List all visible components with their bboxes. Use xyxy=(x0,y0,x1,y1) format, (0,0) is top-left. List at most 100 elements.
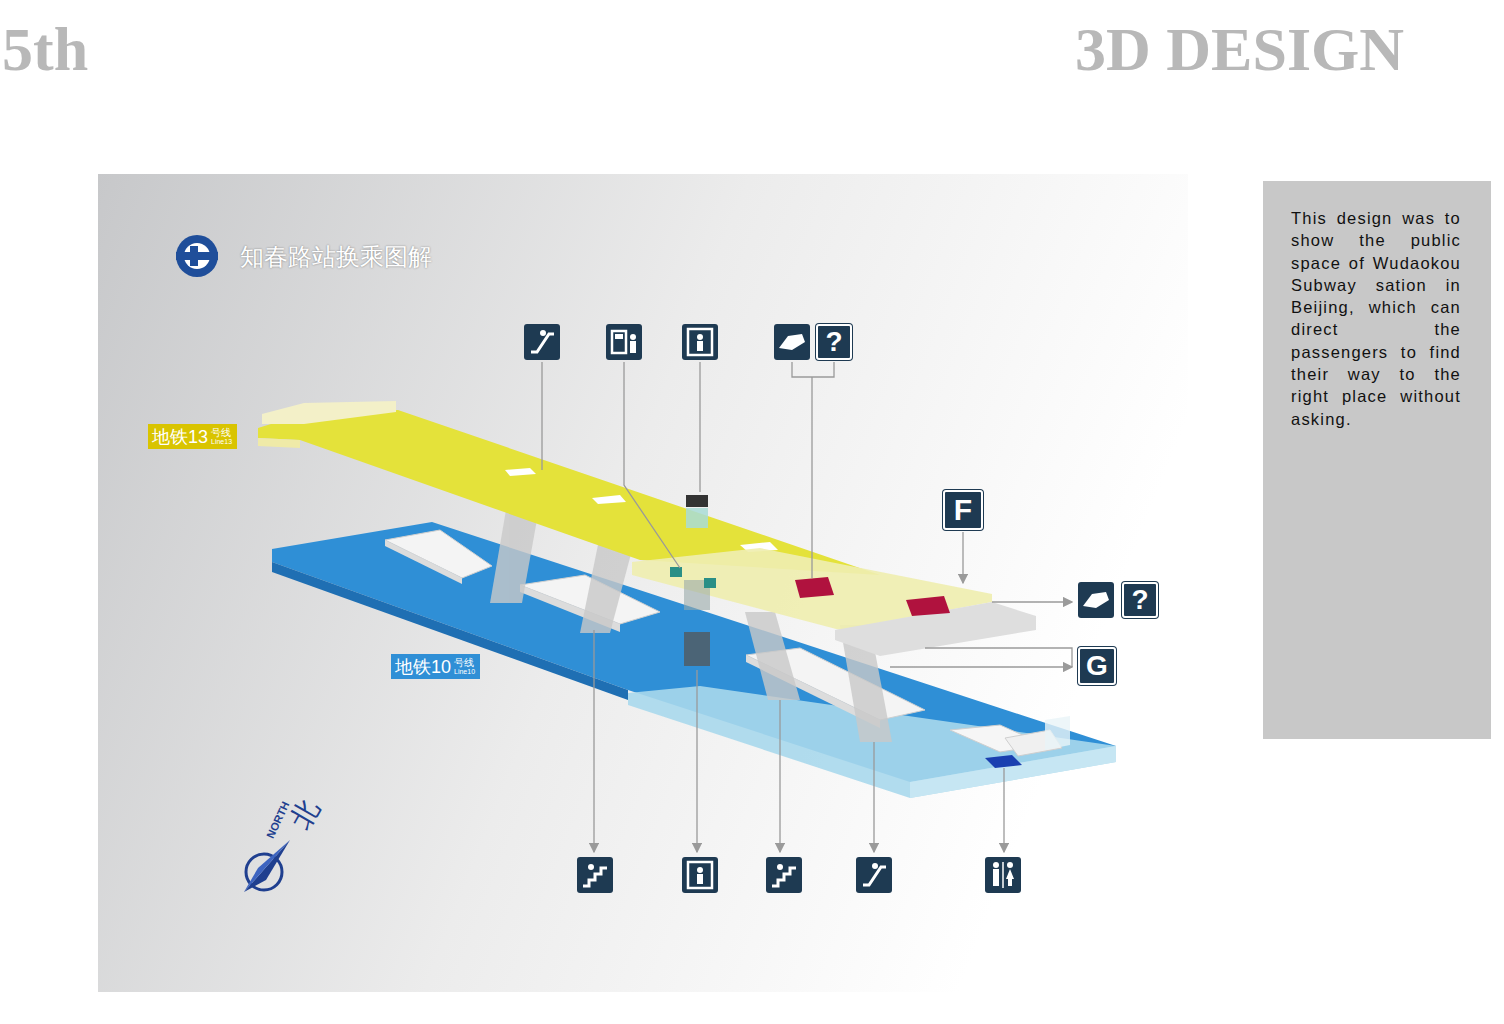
illustration-part xyxy=(524,324,560,360)
illustration-part xyxy=(985,755,1022,768)
illustration-part xyxy=(1045,716,1070,750)
description-panel: This design was to show the public space… xyxy=(1263,181,1491,739)
illustration-part xyxy=(583,868,607,886)
sign-text: G xyxy=(1086,652,1108,680)
leader-lines xyxy=(542,362,1072,852)
illustration-part xyxy=(577,857,613,893)
illustration-part xyxy=(699,362,700,492)
illustration-part xyxy=(505,468,536,476)
line-tag: 地铁10号线Line10 xyxy=(391,654,480,679)
illustration-part xyxy=(993,862,999,868)
illustration-part xyxy=(531,334,554,352)
main-panel xyxy=(98,174,1188,992)
illustration-part xyxy=(890,666,1072,667)
compass-label: 北 xyxy=(282,793,329,836)
illustration-part xyxy=(588,864,594,870)
line-english: Line13 xyxy=(211,438,232,446)
illustration-part xyxy=(1006,869,1014,879)
compass-rose xyxy=(244,840,290,892)
illustration-part xyxy=(258,410,880,575)
illustration-part xyxy=(688,329,712,355)
illustration-part xyxy=(688,862,712,888)
illustration-part xyxy=(1078,582,1114,618)
illustration-part xyxy=(745,612,800,700)
line-english: Line10 xyxy=(454,668,475,676)
illustration-part xyxy=(1002,862,1004,888)
illustration-part xyxy=(696,670,697,852)
illustration-part xyxy=(615,334,623,339)
illustration-part xyxy=(925,648,1072,667)
illustration-part xyxy=(258,438,300,448)
illustration-part xyxy=(795,577,834,598)
illustration-part xyxy=(774,324,810,360)
sign-text: ? xyxy=(1131,586,1148,614)
sign-text: F xyxy=(954,495,972,525)
illustration-part xyxy=(244,840,290,892)
line-suffix-column: 号线Line13 xyxy=(211,427,232,446)
illustration-part xyxy=(766,857,802,893)
illustration-part xyxy=(606,324,642,360)
illustration-part xyxy=(1003,768,1004,852)
line-tag: 地铁13号线Line13 xyxy=(148,424,237,449)
illustration-part xyxy=(872,863,878,869)
illustration-part xyxy=(684,632,710,666)
info-sign: ? xyxy=(816,324,852,360)
illustration-part xyxy=(779,334,805,350)
line13-platform xyxy=(258,401,1036,656)
illustration-part xyxy=(772,868,796,886)
info-sign: ? xyxy=(1122,582,1158,618)
illustration-part xyxy=(910,746,1116,798)
subway-logo xyxy=(176,235,218,277)
illustration-part xyxy=(856,857,892,893)
floor-sign: G xyxy=(1078,647,1116,685)
illustration-part xyxy=(670,567,682,577)
illustration-part xyxy=(856,857,892,893)
illustration-part xyxy=(985,857,1021,893)
line-name: 地铁13 xyxy=(152,426,208,448)
illustration-part xyxy=(682,324,718,360)
illustration-part xyxy=(774,324,810,360)
illustration-part xyxy=(863,867,886,885)
illustration-part xyxy=(962,532,963,583)
illustration-part xyxy=(1007,862,1013,868)
illustration-part xyxy=(612,331,626,353)
illustration-part xyxy=(385,540,462,584)
illustration-part xyxy=(766,857,802,893)
illustration-part xyxy=(686,495,708,507)
illustration-part xyxy=(992,601,1072,602)
illustration-part xyxy=(811,377,812,578)
line10-platform xyxy=(272,522,1116,798)
illustration-part xyxy=(272,522,1116,782)
illustration-part xyxy=(592,495,626,504)
illustration-part xyxy=(244,840,290,892)
illustration-part xyxy=(985,857,1021,893)
line-suffix: 号线 xyxy=(211,427,232,438)
line-suffix: 号线 xyxy=(454,657,475,668)
illustration-part xyxy=(1083,592,1109,608)
illustration-part xyxy=(777,864,783,870)
page-number: 5th xyxy=(2,14,88,85)
illustration-part xyxy=(697,334,703,340)
elevator xyxy=(670,495,716,666)
illustration-part xyxy=(176,235,218,277)
illustration-part xyxy=(682,324,718,360)
illustration-part xyxy=(873,742,874,852)
illustration-part xyxy=(682,857,718,893)
pictogram-icons xyxy=(524,324,1114,893)
illustration-part xyxy=(540,330,546,336)
line-name: 地铁10 xyxy=(395,656,451,678)
illustration-part xyxy=(593,630,594,852)
illustration-part xyxy=(704,578,716,588)
illustration-part xyxy=(697,341,703,351)
illustration-part xyxy=(792,362,834,377)
page-heading: 3D DESIGN xyxy=(1075,14,1404,85)
illustration-part xyxy=(993,869,999,886)
illustration-part xyxy=(606,324,642,360)
illustration-part xyxy=(779,700,780,852)
diagram-title: 知春路站换乘图解 xyxy=(240,241,432,273)
line-suffix-column: 号线Line10 xyxy=(454,657,475,676)
illustration-part xyxy=(686,508,708,528)
illustration-part xyxy=(577,857,613,893)
floor-sign: F xyxy=(943,490,983,530)
